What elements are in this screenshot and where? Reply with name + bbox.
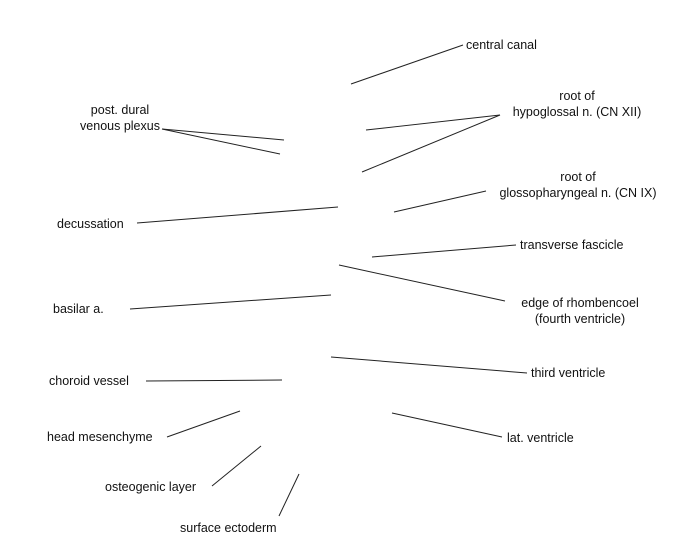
label-root-glossopharyngeal: root of glossopharyngeal n. (CN IX) bbox=[499, 170, 657, 200]
leader-post-dural-lower bbox=[161, 128, 281, 155]
leader-glossopharyngeal bbox=[393, 190, 487, 213]
label-transverse-fascicle: transverse fascicle bbox=[520, 238, 624, 252]
leader-choroid-vessel bbox=[145, 379, 283, 382]
label-basilar-a: basilar a. bbox=[53, 302, 104, 316]
label-head-mesenchyme: head mesenchyme bbox=[47, 430, 153, 444]
leader-hypoglossal-upper bbox=[365, 114, 501, 131]
label-root-hypoglossal: root of hypoglossal n. (CN XII) bbox=[512, 89, 642, 119]
leader-post-dural-upper bbox=[161, 128, 285, 141]
leader-surface-ectoderm bbox=[278, 473, 300, 517]
label-choroid-vessel: choroid vessel bbox=[49, 374, 129, 388]
label-central-canal: central canal bbox=[466, 38, 537, 52]
label-surface-ectoderm: surface ectoderm bbox=[180, 521, 277, 535]
leader-transverse-fascicle bbox=[371, 244, 517, 258]
label-osteogenic-layer: osteogenic layer bbox=[105, 480, 197, 494]
label-edge-of-rhombencoel: edge of rhombencoel (fourth ventricle) bbox=[521, 296, 639, 326]
leader-third-ventricle bbox=[330, 356, 528, 374]
leader-hypoglossal-lower bbox=[361, 114, 501, 173]
leader-head-mesenchyme bbox=[166, 410, 241, 438]
label-decussation: decussation bbox=[57, 217, 124, 231]
leader-osteogenic-layer bbox=[211, 445, 262, 487]
leader-decussation bbox=[136, 206, 339, 224]
leader-basilar-a bbox=[129, 294, 332, 310]
leader-central-canal bbox=[350, 44, 464, 85]
label-lat-ventricle: lat. ventricle bbox=[507, 431, 574, 445]
label-post-dural-venous-plexus: post. dural venous plexus bbox=[80, 103, 160, 133]
label-third-ventricle: third ventricle bbox=[531, 366, 606, 380]
leader-lat-ventricle bbox=[391, 412, 503, 438]
leader-edge-rhombencoel bbox=[338, 264, 506, 302]
